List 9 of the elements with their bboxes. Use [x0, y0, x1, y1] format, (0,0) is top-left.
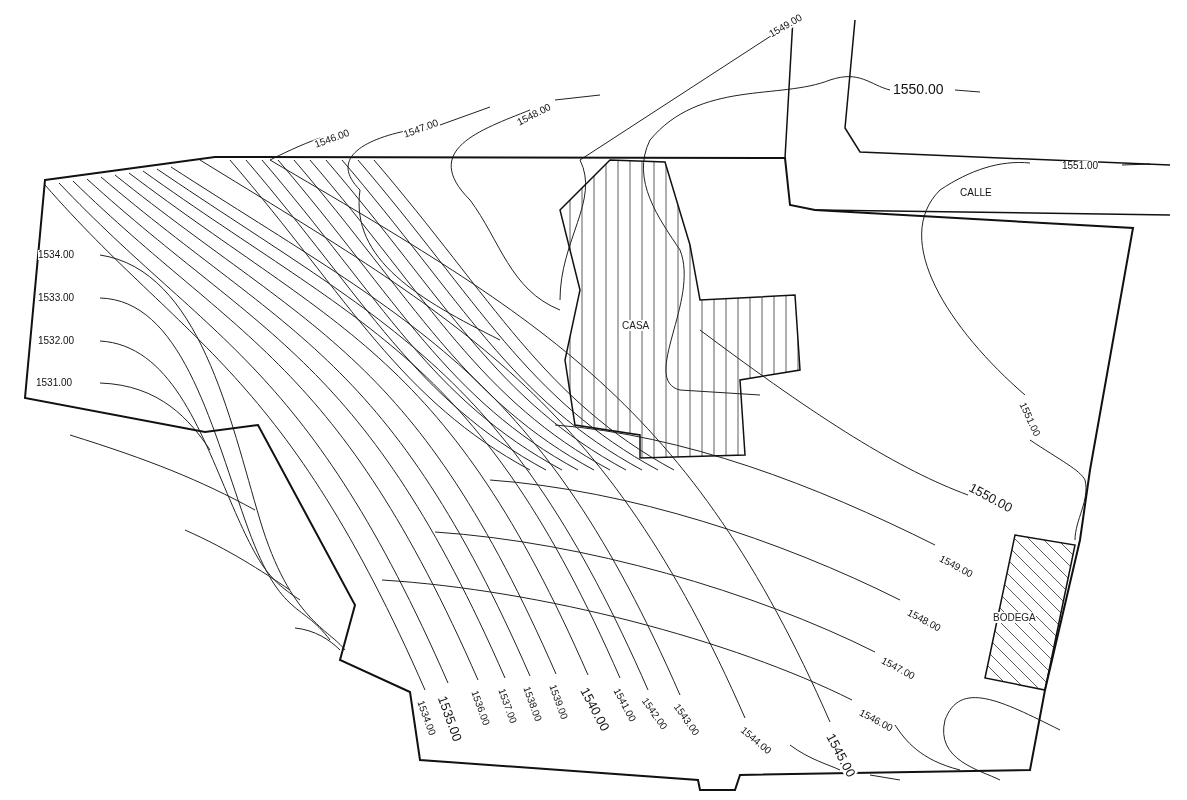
- street-label: CALLE: [960, 188, 992, 198]
- elevation-label: 1532.00: [38, 336, 75, 346]
- elevation-label: 1534.00: [38, 250, 75, 260]
- elevation-label: 1533.00: [38, 293, 75, 303]
- elevation-label: 1550.00: [893, 82, 944, 96]
- building-label: BODEGA: [993, 612, 1036, 623]
- elevation-label: 1551.00: [1062, 161, 1099, 171]
- elevation-label: 1531.00: [36, 378, 73, 388]
- building-label: CASA: [622, 320, 650, 331]
